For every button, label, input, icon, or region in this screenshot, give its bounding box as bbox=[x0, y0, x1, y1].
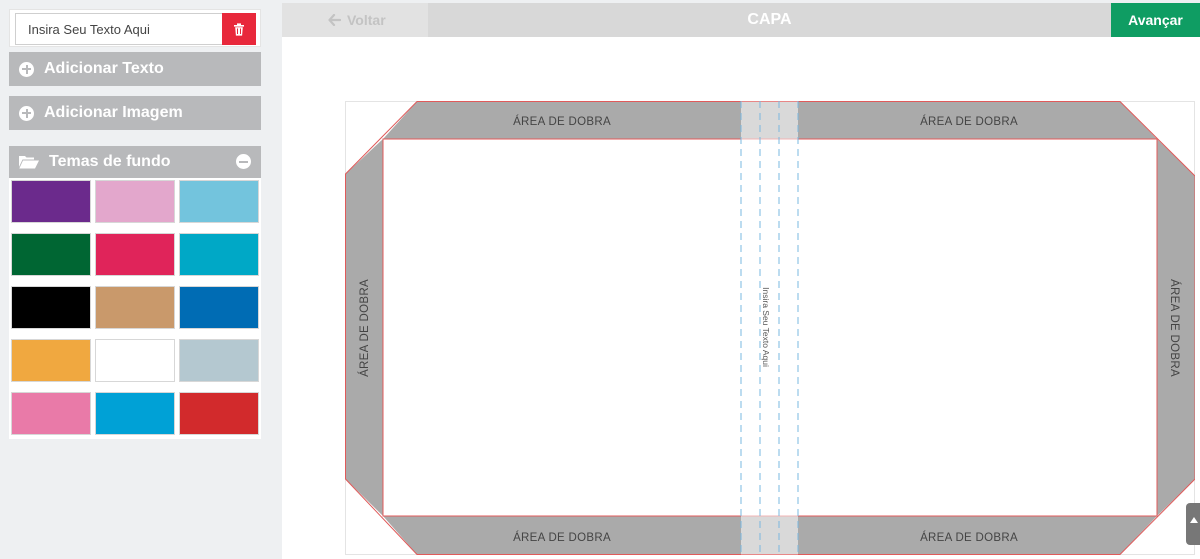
color-swatch[interactable] bbox=[11, 392, 91, 435]
next-button[interactable]: Avançar bbox=[1111, 3, 1200, 37]
add-text-button[interactable]: Adicionar Texto bbox=[9, 52, 261, 86]
text-input[interactable] bbox=[15, 13, 222, 45]
back-button[interactable]: Voltar bbox=[282, 3, 428, 37]
themes-header[interactable]: Temas de fundo bbox=[9, 146, 261, 178]
color-swatch[interactable] bbox=[179, 392, 259, 435]
folder-open-icon bbox=[19, 156, 39, 169]
fold-label-left: ÁREA DE DOBRA bbox=[358, 279, 371, 377]
add-text-label: Adicionar Texto bbox=[44, 60, 164, 77]
plus-circle-icon bbox=[19, 105, 34, 121]
color-swatch[interactable] bbox=[179, 180, 259, 223]
back-label: Voltar bbox=[347, 12, 386, 28]
color-swatch[interactable] bbox=[11, 180, 91, 223]
themes-label: Temas de fundo bbox=[49, 153, 171, 170]
fold-area-left bbox=[345, 139, 383, 516]
color-swatch[interactable] bbox=[179, 339, 259, 382]
editor-main: Voltar CAPA Avançar Insira Seu Texto Aqu… bbox=[282, 3, 1200, 559]
fold-label-top-right: ÁREA DE DOBRA bbox=[920, 115, 1018, 128]
fold-label-bottom-right: ÁREA DE DOBRA bbox=[920, 531, 1018, 544]
top-bar: Voltar CAPA Avançar bbox=[282, 3, 1200, 37]
color-swatch[interactable] bbox=[11, 339, 91, 382]
color-swatch[interactable] bbox=[11, 233, 91, 276]
add-image-button[interactable]: Adicionar Imagem bbox=[9, 96, 261, 130]
cover-layout: Insira Seu Texto Aqui ÁREA DE DOBRA ÁREA… bbox=[345, 101, 1196, 555]
color-swatch[interactable] bbox=[179, 286, 259, 329]
plus-circle-icon bbox=[19, 61, 34, 77]
text-editor-row bbox=[9, 9, 261, 47]
cut-line bbox=[345, 101, 1196, 555]
color-swatch[interactable] bbox=[95, 233, 175, 276]
swatch-grid bbox=[9, 178, 261, 439]
color-swatch[interactable] bbox=[95, 286, 175, 329]
fold-label-bottom-left: ÁREA DE DOBRA bbox=[513, 531, 611, 544]
spine-text[interactable]: Insira Seu Texto Aqui bbox=[761, 287, 771, 367]
spine-area[interactable] bbox=[741, 101, 798, 555]
color-swatch[interactable] bbox=[179, 233, 259, 276]
delete-text-button[interactable] bbox=[222, 13, 256, 45]
cover-canvas: Insira Seu Texto Aqui ÁREA DE DOBRA ÁREA… bbox=[345, 101, 1196, 555]
fold-label-right: ÁREA DE DOBRA bbox=[1168, 279, 1181, 377]
trash-icon bbox=[234, 22, 244, 36]
collapse-icon[interactable] bbox=[236, 154, 251, 169]
color-swatch[interactable] bbox=[11, 286, 91, 329]
fold-label-top-left: ÁREA DE DOBRA bbox=[513, 115, 611, 128]
color-swatch[interactable] bbox=[95, 392, 175, 435]
add-image-label: Adicionar Imagem bbox=[44, 104, 183, 121]
arrow-left-icon bbox=[328, 14, 341, 26]
page-title: CAPA bbox=[428, 3, 1111, 37]
fold-area-right bbox=[1157, 139, 1195, 516]
color-swatch[interactable] bbox=[95, 339, 175, 382]
scroll-up-button[interactable] bbox=[1186, 503, 1200, 545]
sidebar: Adicionar Texto Adicionar Imagem Temas d… bbox=[9, 9, 261, 439]
color-swatch[interactable] bbox=[95, 180, 175, 223]
